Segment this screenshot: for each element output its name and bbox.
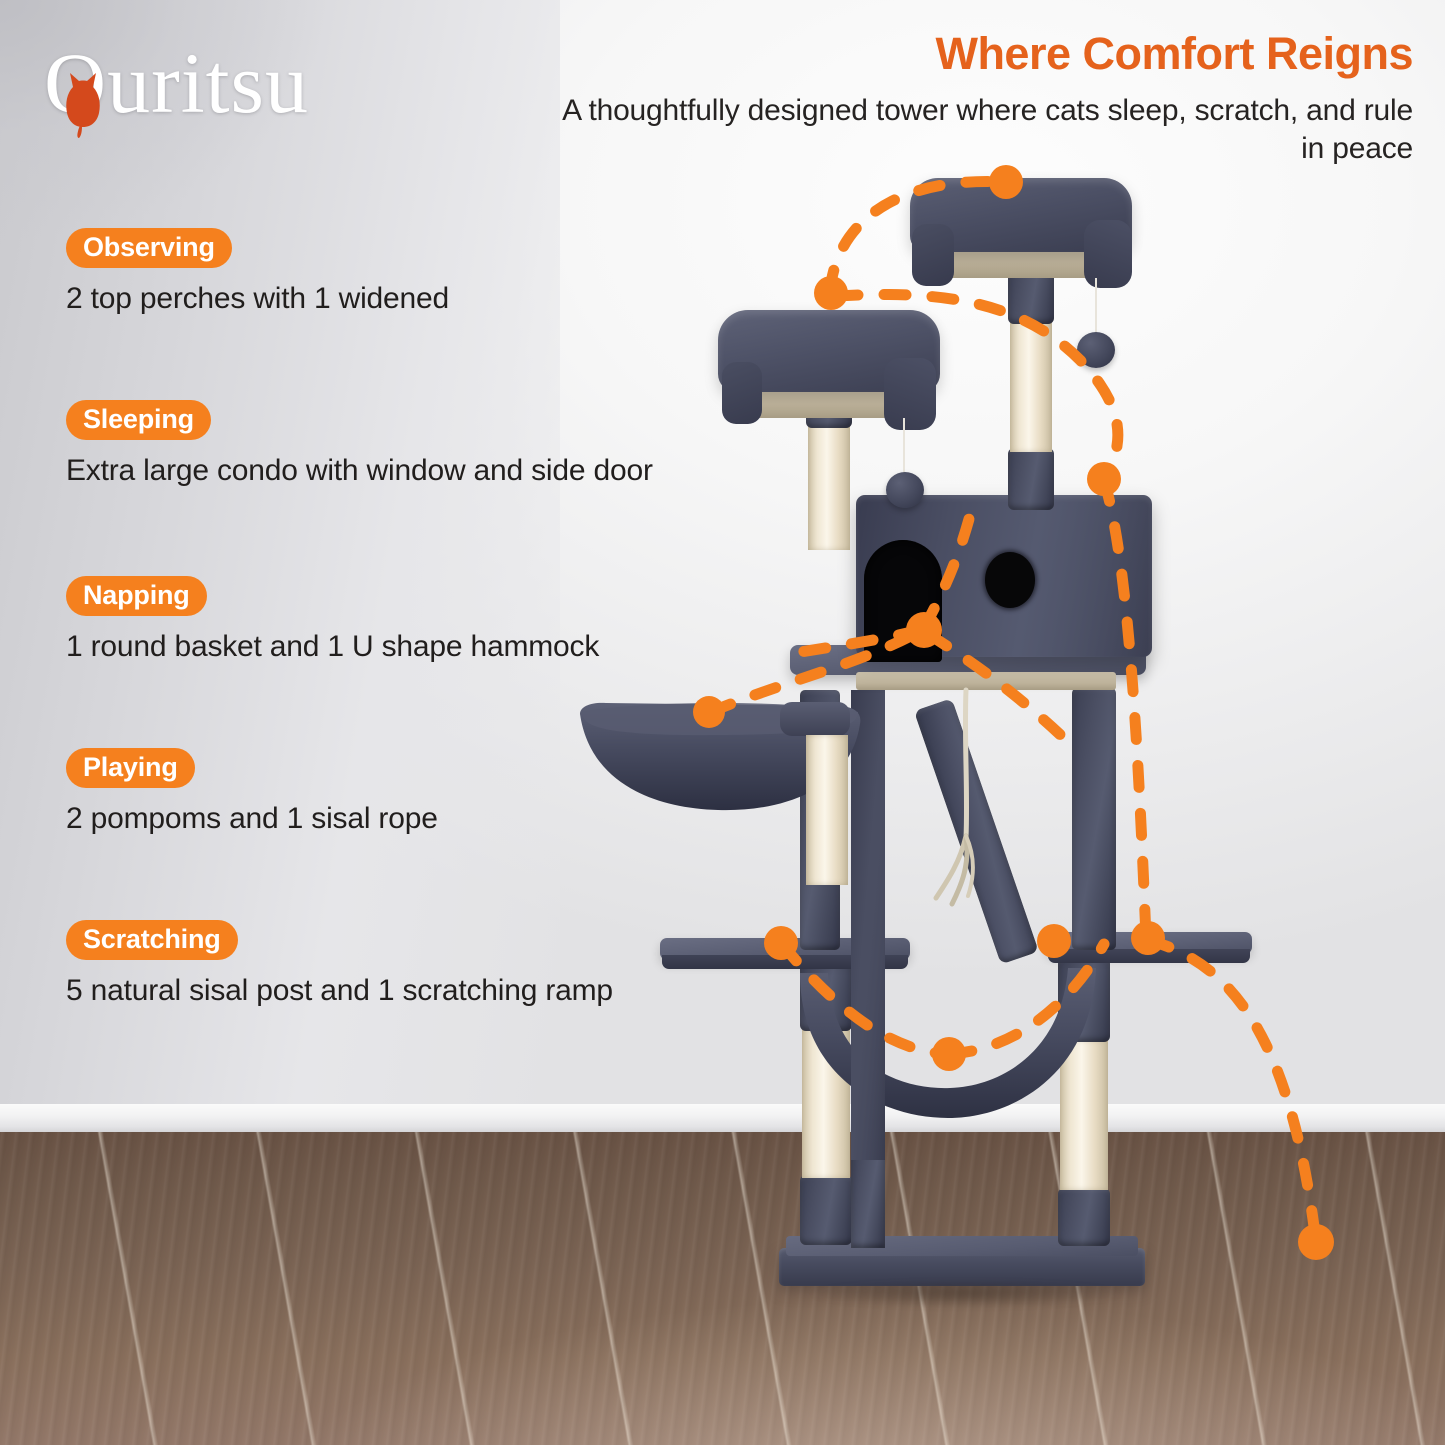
feature-badge-scratching: Scratching — [66, 920, 238, 961]
condo-post-right — [1072, 688, 1116, 950]
scratching-ramp — [913, 698, 1039, 965]
feature-observing: Observing 2 top perches with 1 widened — [66, 228, 726, 318]
feature-badge-napping: Napping — [66, 576, 207, 617]
feature-text-sleeping: Extra large condo with window and side d… — [66, 454, 653, 488]
feature-badge-observing: Observing — [66, 228, 232, 269]
shelf-right-edge — [1048, 949, 1250, 963]
page-subtitle: A thoughtfully designed tower where cats… — [562, 94, 1413, 166]
left-perch-lip-right — [884, 358, 936, 430]
center-post-plush-lower — [851, 1152, 885, 1248]
feature-badge-sleeping: Sleeping — [66, 400, 211, 441]
cat-silhouette-icon — [66, 73, 100, 138]
feature-text-napping: 1 round basket and 1 U shape hammock — [66, 630, 600, 664]
top-perch-lip-right — [1084, 220, 1132, 288]
condo-platform-underside — [856, 672, 1116, 690]
perch-post-right-plush-lower — [1008, 448, 1054, 510]
page-title: Where Comfort Reigns — [935, 28, 1413, 79]
sisal-post-lower-right — [1058, 1188, 1110, 1246]
sisal-post-lower-right-sisal — [1060, 1040, 1108, 1190]
feature-playing: Playing 2 pompoms and 1 sisal rope — [66, 748, 726, 838]
pompom-string-lower — [903, 418, 905, 476]
condo-window — [985, 552, 1035, 608]
feature-napping: Napping 1 round basket and 1 U shape ham… — [66, 576, 726, 666]
product-floor-shadow — [756, 1276, 1176, 1312]
sisal-post-upper-right — [1010, 320, 1052, 452]
pompom-lower — [886, 472, 924, 508]
feature-text-playing: 2 pompoms and 1 sisal rope — [66, 802, 438, 836]
pompom-upper — [1077, 332, 1115, 368]
sisal-post-upper-left — [808, 420, 850, 550]
feature-text-observing: 2 top perches with 1 widened — [66, 282, 449, 316]
condo-door — [864, 540, 942, 662]
sisal-post-lower-left — [800, 1175, 852, 1245]
top-perch-lip-left — [912, 224, 954, 286]
feature-badge-playing: Playing — [66, 748, 195, 789]
center-post-shadow — [851, 690, 885, 1160]
sisal-post-basket — [806, 735, 848, 885]
brand-logo: Ouritsu — [44, 28, 464, 138]
feature-sleeping: Sleeping Extra large condo with window a… — [66, 400, 726, 490]
pompom-string-upper — [1095, 278, 1097, 336]
sisal-post-lower-right-upper — [1058, 958, 1110, 1042]
wall-corner-shadow — [0, 0, 330, 240]
feature-scratching: Scratching 5 natural sisal post and 1 sc… — [66, 920, 726, 1010]
left-perch-lip-left — [722, 362, 762, 424]
feature-text-scratching: 5 natural sisal post and 1 scratching ra… — [66, 974, 613, 1008]
basket-collar — [780, 702, 850, 736]
sisal-post-lower-left-sisal — [802, 1028, 850, 1178]
